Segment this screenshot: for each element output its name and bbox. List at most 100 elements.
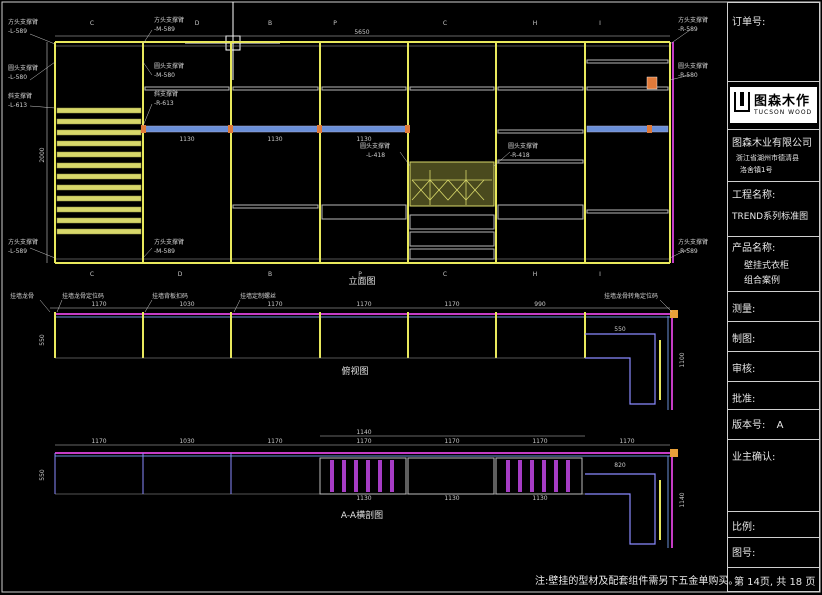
callout-8-code: -R-418 [510, 152, 530, 159]
project-value: TREND系列标准图 [732, 212, 809, 222]
svg-text:1130: 1130 [179, 136, 194, 143]
section-mark-bottom-1: C [90, 271, 94, 278]
plan-dim-2: 1030 [179, 301, 194, 308]
section-dim-3: 1170 [267, 438, 282, 445]
brand-name-cn: 图森木作 [754, 94, 811, 109]
version-value: A [776, 420, 784, 431]
section-dim-6: 1170 [532, 438, 547, 445]
section-mark-top-5: C [443, 20, 447, 27]
callout-11-name: 方头支撑臂 [8, 238, 38, 246]
section-mark-top-3: B [268, 20, 272, 27]
product-label: 产品名称: [732, 243, 776, 254]
section-mark-top-1: C [90, 20, 94, 27]
plan-label-corner-locator: 挂墙龙骨转角定位码 [604, 292, 658, 300]
section-dim-2: 1030 [179, 438, 194, 445]
plan-label-custom-screw: 挂墙定制螺丝 [240, 292, 276, 300]
project-label: 工程名称: [732, 190, 776, 201]
svg-text:550: 550 [39, 469, 46, 481]
callout-6-name: 斜支撑臂 [154, 90, 178, 98]
callout-3-code: -L-613 [8, 102, 27, 109]
section-dim-7: 1140 [356, 429, 371, 436]
section-mark-top-7: I [599, 20, 601, 27]
owner-row: 业主确认: [728, 439, 819, 511]
callout-2-name: 圆头支撑臂 [8, 64, 38, 72]
brand-name-en: TUCSON WOOD [754, 109, 813, 116]
section-drawer-slats [319, 457, 583, 495]
elevation-view: 5650 2000 [8, 2, 708, 287]
callout-7-code: -L-418 [366, 152, 385, 159]
callout-5-name: 圆头支撑臂 [154, 62, 184, 70]
owner-confirm-label: 业主确认: [732, 452, 776, 463]
page-info-row: 第 14页, 共 18 页 [728, 567, 819, 591]
plan-dim-5: 1170 [444, 301, 459, 308]
section-mark-bottom-7: I [599, 271, 601, 278]
drawer-basket [409, 161, 495, 260]
callout-2-code: -L-580 [8, 74, 27, 81]
company-logo: 图森木作 TUCSON WOOD [730, 87, 817, 123]
measure-label: 测量: [732, 304, 756, 315]
section-side-dim-1: 820 [614, 462, 626, 469]
company-address-1: 浙江省湖州市德清县 [736, 154, 799, 162]
section-dim-1: 1170 [91, 438, 106, 445]
order-no-row: 订单号: [728, 3, 819, 81]
svg-text:550: 550 [39, 334, 46, 346]
product-value-2: 组合案例 [744, 276, 781, 286]
page-info: 第 14页, 共 18 页 [734, 577, 816, 588]
scale-row: 比例: [728, 511, 819, 537]
callout-13-name: 方头支撑臂 [678, 238, 708, 246]
section-side-dim-2: 1140 [679, 492, 686, 507]
callout-1-name: 方头支撑臂 [8, 18, 38, 26]
callout-6-code: -R-613 [154, 100, 174, 107]
section-dim-bottom-2: 1130 [444, 495, 459, 502]
draw-row: 制图: [728, 321, 819, 351]
section-dim-8: 1170 [619, 438, 634, 445]
plan-label-keel-locator: 挂墙龙骨定位码 [62, 292, 104, 300]
plan-dim-6: 990 [534, 301, 546, 308]
company-address-2: 洛舍镇1号 [740, 166, 773, 174]
elevation-title: 立面图 [348, 275, 375, 287]
section-title: A-A横剖图 [341, 509, 383, 521]
elevation-height-dim: 2000 [39, 147, 46, 162]
callout-8-name: 圆头支撑臂 [508, 142, 538, 150]
svg-text:1130: 1130 [356, 136, 371, 143]
section-mark-bottom-3: B [268, 271, 272, 278]
review-label: 审核: [732, 364, 756, 375]
tucson-logo-icon [734, 92, 750, 112]
plan-dim-1: 1170 [91, 301, 106, 308]
callout-3-name: 斜支撑臂 [8, 92, 32, 100]
section-mark-bottom-5: C [443, 271, 447, 278]
plan-label-keel: 挂墙龙骨 [10, 292, 34, 300]
scale-label: 比例: [732, 522, 756, 533]
section-view: 1170 1030 1170 1170 1170 1170 1140 1170 … [39, 429, 686, 548]
callout-10-code: -R-580 [678, 72, 698, 79]
section-dim-bottom-1: 1130 [356, 495, 371, 502]
plan-label-backplate-clip: 挂墙背板扣码 [152, 292, 188, 300]
callout-9-code: -R-589 [678, 26, 698, 33]
callout-11-code: -L-589 [8, 248, 27, 255]
project-row: 工程名称: TREND系列标准图 [728, 181, 819, 236]
company-name: 图森木业有限公司 [732, 138, 812, 149]
callout-4-code: -M-589 [154, 26, 175, 33]
drawing-no-row: 图号: [728, 537, 819, 567]
approve-label: 批准: [732, 394, 756, 405]
product-value-1: 壁挂式衣柜 [744, 261, 790, 271]
callout-4-name: 方头支撑臂 [154, 16, 184, 24]
callout-1-code: -L-589 [8, 28, 27, 35]
callout-12-name: 方头支撑臂 [154, 238, 184, 246]
draw-label: 制图: [732, 334, 756, 345]
plan-dim-4: 1170 [356, 301, 371, 308]
title-block: 订单号: 图森木作 TUCSON WOOD 图森木业有限公司 浙江省湖州市德清县… [727, 2, 820, 592]
svg-text:1130: 1130 [267, 136, 282, 143]
callout-9-name: 方头支撑臂 [678, 16, 708, 24]
elevation-overall-dim: 5650 [354, 29, 369, 36]
callout-10-name: 圆头支撑臂 [678, 62, 708, 70]
plan-dim-7: 550 [614, 326, 626, 333]
logo-row: 图森木作 TUCSON WOOD [728, 81, 819, 129]
callout-13-code: -R-589 [678, 248, 698, 255]
section-mark-bottom-4: P [358, 271, 362, 278]
order-no-label: 订单号: [732, 17, 766, 28]
section-mark-top-4: P [333, 20, 337, 27]
callout-12-code: -M-589 [154, 248, 175, 255]
